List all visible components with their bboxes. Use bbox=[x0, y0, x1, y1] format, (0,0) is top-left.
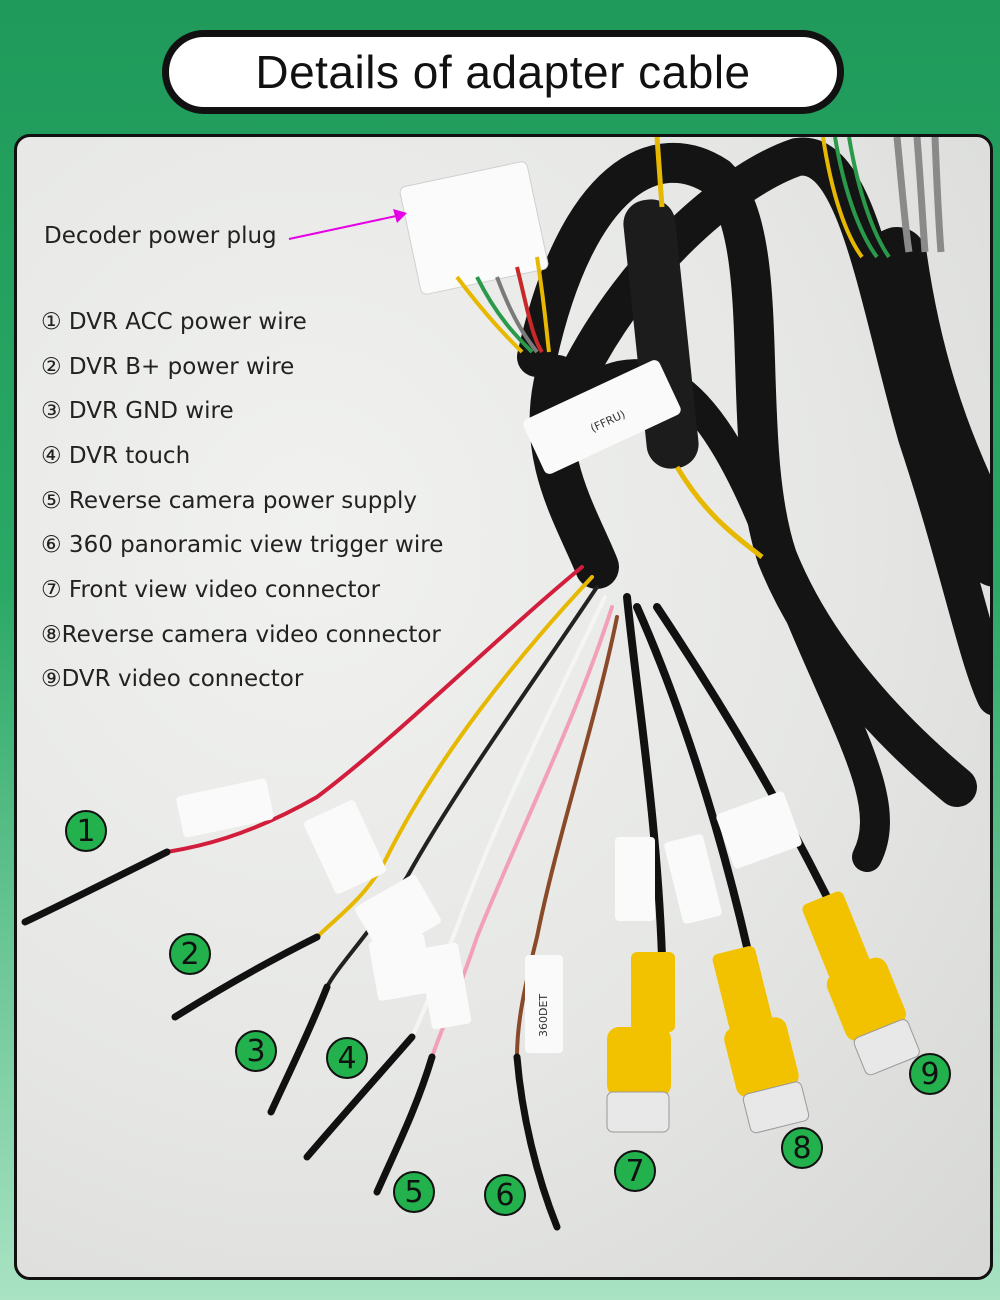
title-banner: Details of adapter cable bbox=[162, 30, 844, 114]
page-title: Details of adapter cable bbox=[255, 46, 751, 98]
badge-8: 8 bbox=[781, 1127, 823, 1169]
list-item: ⑥ 360 panoramic view trigger wire bbox=[41, 532, 444, 558]
list-item: ① DVR ACC power wire bbox=[41, 309, 307, 335]
arrow-pointer bbox=[288, 214, 402, 240]
det360-tag: 360DET bbox=[537, 994, 550, 1037]
badge-3: 3 bbox=[235, 1030, 277, 1072]
list-item: ④ DVR touch bbox=[41, 443, 191, 469]
list-item: ③ DVR GND wire bbox=[41, 398, 234, 424]
badge-6: 6 bbox=[484, 1174, 526, 1216]
decoder-power-plug-label: Decoder power plug bbox=[44, 223, 277, 249]
list-item: ⑦ Front view video connector bbox=[41, 577, 381, 603]
list-item: ⑤ Reverse camera power supply bbox=[41, 488, 418, 514]
badge-2: 2 bbox=[169, 933, 211, 975]
badge-1: 1 bbox=[65, 810, 107, 852]
list-item: ② DVR B+ power wire bbox=[41, 354, 295, 380]
rca-connector-9 bbox=[802, 891, 920, 1076]
rca-connector-7 bbox=[606, 952, 675, 1133]
badge-9: 9 bbox=[909, 1053, 951, 1095]
list-item: ⑨DVR video connector bbox=[41, 666, 304, 692]
cable-photo: (FFRU) bbox=[14, 134, 993, 1280]
badge-4: 4 bbox=[326, 1037, 368, 1079]
rca-connector-8 bbox=[712, 946, 810, 1134]
badge-7: 7 bbox=[614, 1150, 656, 1192]
list-item: ⑧Reverse camera video connector bbox=[41, 622, 441, 648]
cable-illustration: (FFRU) bbox=[21, 137, 990, 1231]
badge-5: 5 bbox=[393, 1171, 435, 1213]
